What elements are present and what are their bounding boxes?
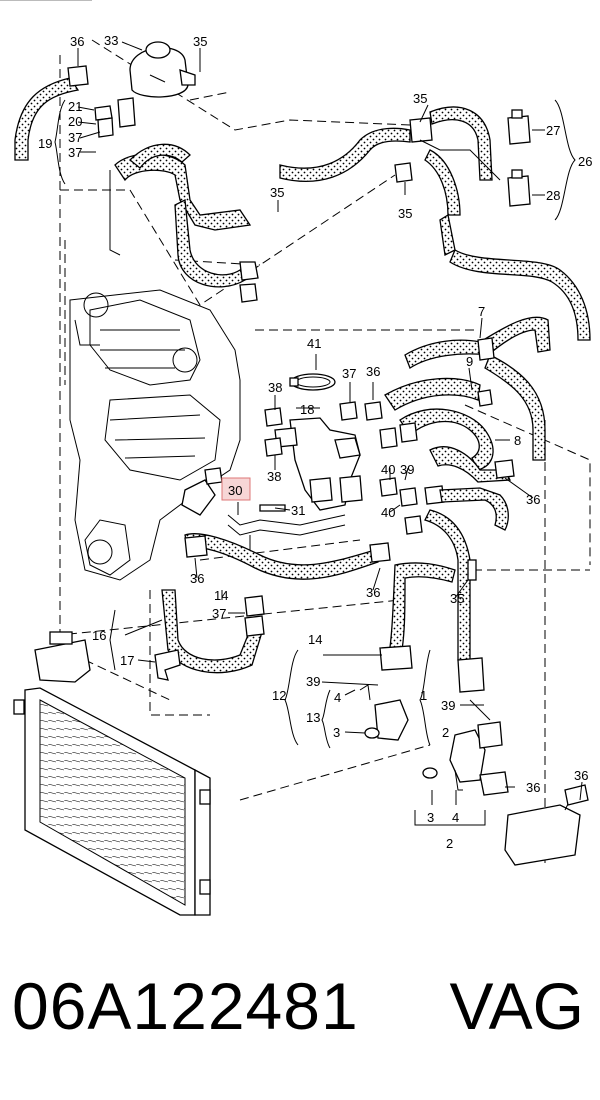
callout-18: 18 (300, 402, 314, 417)
leader-lines (77, 41, 583, 805)
callout-14: 14 (214, 588, 228, 603)
callout-39: 39 (441, 698, 455, 713)
brackets (54, 99, 486, 826)
thermostat-housing-18 (274, 417, 363, 511)
callout-26: 26 (578, 154, 592, 169)
callout-39: 39 (400, 462, 414, 477)
callout-35: 35 (450, 591, 464, 606)
callout-14: 14 (308, 632, 322, 647)
small-tank-bottom-right (504, 784, 589, 866)
engine-block (69, 289, 241, 581)
callout-1: 1 (420, 688, 427, 703)
callout-16: 16 (92, 628, 106, 643)
hoses-7-9-8 (384, 316, 551, 483)
callout-38: 38 (268, 380, 282, 395)
caps-21-20 (94, 97, 136, 138)
callout-37: 37 (68, 130, 82, 145)
callout-35: 35 (270, 185, 284, 200)
highlight-box (221, 477, 251, 501)
callout-28: 28 (546, 188, 560, 203)
callout-40: 40 (381, 505, 395, 520)
callout-41: 41 (307, 336, 321, 351)
clamps-mid (264, 401, 515, 535)
part-number: 06A122481 (12, 969, 359, 1043)
callout-39: 39 (306, 674, 320, 689)
pipe-30 (181, 467, 346, 555)
callout-8: 8 (514, 433, 521, 448)
callout-36: 36 (70, 34, 84, 49)
hose-16 (154, 589, 265, 681)
callout-12: 12 (272, 688, 286, 703)
upper-hoses (109, 143, 259, 303)
footer: 06A122481 VAG (0, 968, 600, 1078)
callout-19: 19 (38, 136, 52, 151)
callout-38: 38 (267, 469, 281, 484)
callout-7: 7 (478, 304, 485, 319)
callout-36: 36 (190, 571, 204, 586)
callout-36: 36 (526, 780, 540, 795)
callout-4: 4 (334, 690, 341, 705)
callout-35: 35 (398, 206, 412, 221)
callout-35: 35 (413, 91, 427, 106)
callout-2: 2 (442, 725, 449, 740)
coolant-hose-exploded-diagram: 36 33 35 21 20 37 37 19 35 27 26 28 35 3… (13, 33, 592, 916)
callout-4: 4 (452, 810, 459, 825)
corner-rule (0, 0, 92, 1)
fittings-bottom-right (359, 684, 509, 796)
callout-21: 21 (68, 99, 82, 114)
callout-35: 35 (193, 34, 207, 49)
callout-labels: 36 33 35 21 20 37 37 19 35 27 26 28 35 3… (38, 33, 592, 851)
expansion-tank (129, 41, 196, 98)
callout-20: 20 (68, 114, 82, 129)
callout-17: 17 (120, 653, 134, 668)
callout-27: 27 (546, 123, 560, 138)
lower-reservoir (34, 631, 91, 683)
clamp-41 (289, 373, 336, 391)
callout-36: 36 (574, 768, 588, 783)
callout-40: 40 (381, 462, 395, 477)
upper-right-hose (279, 106, 591, 341)
callout-36: 36 (526, 492, 540, 507)
callout-37: 37 (68, 145, 82, 160)
radiator (13, 687, 211, 916)
callout-2: 2 (446, 836, 453, 851)
hose-right-lower (379, 487, 509, 693)
callout-13: 13 (306, 710, 320, 725)
callout-37: 37 (212, 606, 226, 621)
callout-36: 36 (366, 585, 380, 600)
callout-3: 3 (427, 810, 434, 825)
callout-9: 9 (466, 354, 473, 369)
callout-37: 37 (342, 366, 356, 381)
hose-19 (14, 65, 89, 161)
callout-30: 30 (228, 483, 242, 498)
callout-36: 36 (366, 364, 380, 379)
sensors-27-28 (507, 99, 576, 221)
callout-31: 31 (291, 503, 305, 518)
callout-3: 3 (333, 725, 340, 740)
brand-label: VAG (449, 969, 584, 1043)
callout-33: 33 (104, 33, 118, 48)
hose-14 (184, 533, 391, 580)
